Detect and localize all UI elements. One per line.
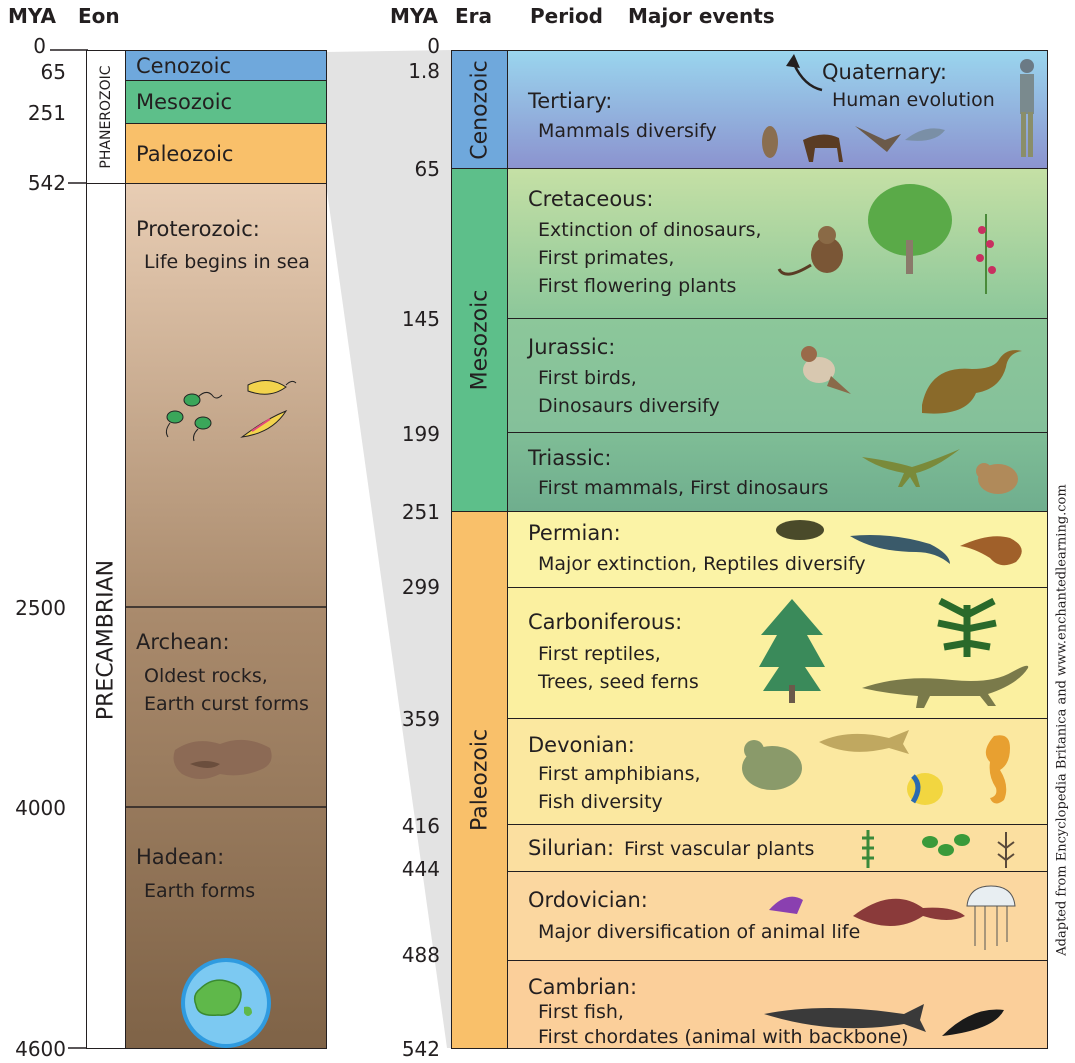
proterozoic-desc: Life begins in sea [144,250,310,275]
right-tick: 416 [380,814,440,838]
ordovician-animals-icon [765,876,1030,956]
triassic-title: Triassic: [528,446,611,470]
right-tick: 542 [380,1037,440,1061]
cretaceous-title: Cretaceous: [528,187,654,211]
right-tick: 199 [380,422,440,446]
triassic-desc: First mammals, First dinosaurs [538,476,828,501]
archean-title: Archean: [136,630,230,654]
right-tick: 65 [380,157,440,181]
reptiles-icon [770,516,1035,571]
right-tick: 359 [380,707,440,731]
cambrian-desc-1: First fish, [538,1000,624,1025]
tertiary-title: Tertiary: [528,89,612,113]
archean-desc-1: Oldest rocks, [144,664,268,689]
proterozoic-title: Proterozoic: [136,217,260,241]
hadean-desc: Earth forms [144,879,255,904]
early-mammal-icon [970,455,1022,500]
cambrian-fish-icon [760,1000,1030,1040]
carboniferous-desc-2: Trees, seed ferns [538,670,699,695]
conifer-icon [755,595,830,705]
era-mesozoic-label: Mesozoic [468,290,493,391]
crocodile-icon [858,658,1033,713]
right-tick: 488 [380,943,440,967]
flowering-plant-icon [968,210,1004,295]
seed-fern-icon [930,595,1005,660]
dinosaur-icon [858,445,963,490]
right-tick: 0 [380,34,440,58]
human-icon [1012,56,1042,161]
vascular-plants-icon [858,826,1028,870]
silurian-title: Silurian: [528,836,614,860]
cretaceous-desc-2: First primates, [538,246,674,271]
jurassic-desc-1: First birds, [538,366,637,391]
arrow-up-icon [780,50,830,100]
seahorse-icon [978,730,1018,810]
era-paleozoic-label: Paleozoic [468,729,493,831]
devonian-title: Devonian: [528,733,635,757]
rocks-icon [170,730,280,785]
ordovician-title: Ordovician: [528,888,648,912]
primate-icon [775,225,855,280]
era-cenozoic-label: Cenozoic [468,60,493,160]
mammals-icon [755,112,955,167]
right-tick: 251 [380,500,440,524]
cambrian-title: Cambrian: [528,975,637,999]
microbes-icon [160,375,300,445]
silurian-desc: First vascular plants [624,837,814,862]
period-header: Period [530,4,603,28]
frog-icon [730,728,815,798]
jurassic-desc-2: Dinosaurs diversify [538,394,720,419]
tertiary-desc: Mammals diversify [538,119,717,144]
cretaceous-desc-3: First flowering plants [538,274,736,299]
butterflyfish-icon [903,768,948,810]
right-tick: 145 [380,307,440,331]
permian-title: Permian: [528,521,621,545]
major-events-header: Major events [628,4,775,28]
hadean-title: Hadean: [136,845,224,869]
carboniferous-title: Carboniferous: [528,610,682,634]
right-tick: 444 [380,857,440,881]
earth-icon [178,955,274,1051]
devonian-desc-2: Fish diversity [538,790,663,815]
tree-icon [865,180,955,275]
bird-icon [793,340,853,405]
quaternary-title: Quaternary: [822,60,947,84]
right-mya-header: MYA [390,4,438,28]
quaternary-desc: Human evolution [832,88,995,113]
right-tick: 1.8 [380,59,440,83]
carboniferous-desc-1: First reptiles, [538,642,661,667]
devonian-desc-1: First amphibians, [538,762,701,787]
jurassic-title: Jurassic: [528,335,615,359]
cretaceous-desc-1: Extinction of dinosaurs, [538,218,762,243]
archean-desc-2: Earth curst forms [144,692,309,717]
sauropod-icon [912,345,1027,425]
fish-icon [815,728,915,758]
credit-text: Adapted from Encyclopedia Britanica and … [1055,484,1070,955]
right-tick: 299 [380,575,440,599]
era-header: Era [455,4,492,28]
